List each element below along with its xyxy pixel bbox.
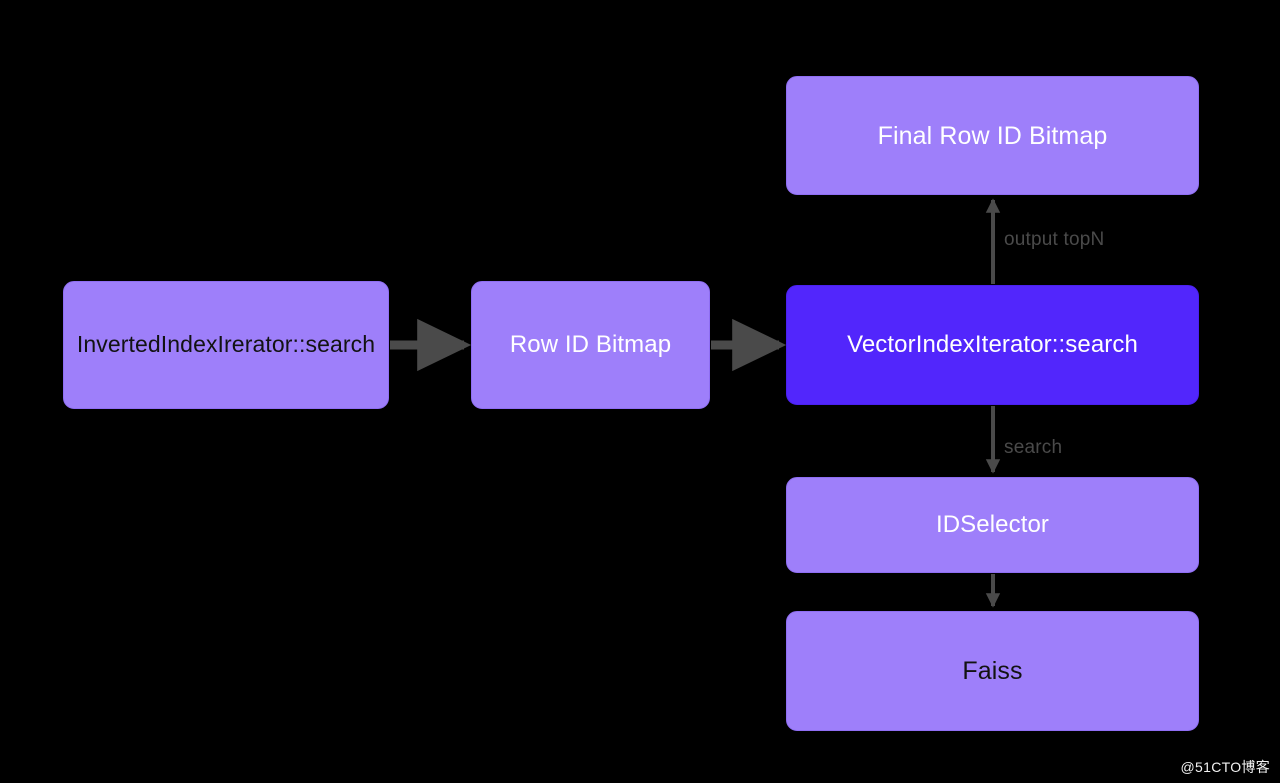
node-vector-index-iterator-search[interactable]: VectorIndexIterator::search: [786, 285, 1199, 405]
edge-label-search: search: [1004, 437, 1063, 458]
node-id-selector[interactable]: IDSelector: [786, 477, 1199, 573]
node-faiss[interactable]: Faiss: [786, 611, 1199, 731]
node-final-row-id-bitmap[interactable]: Final Row ID Bitmap: [786, 76, 1199, 195]
edge-label-output-topn: output topN: [1004, 229, 1105, 250]
node-final-row-id-bitmap-label: Final Row ID Bitmap: [877, 121, 1108, 150]
node-vector-index-iterator-search-label: VectorIndexIterator::search: [847, 330, 1138, 358]
node-faiss-label: Faiss: [962, 657, 1023, 685]
node-inverted-index-iterator-search[interactable]: InvertedIndexIrerator::search: [63, 281, 389, 409]
node-id-selector-label: IDSelector: [935, 510, 1050, 538]
watermark: @51CTO博客: [1180, 759, 1270, 775]
node-inverted-index-iterator-search-label: InvertedIndexIrerator::search: [76, 331, 376, 358]
node-row-id-bitmap[interactable]: Row ID Bitmap: [471, 281, 710, 409]
node-row-id-bitmap-label: Row ID Bitmap: [509, 330, 672, 358]
